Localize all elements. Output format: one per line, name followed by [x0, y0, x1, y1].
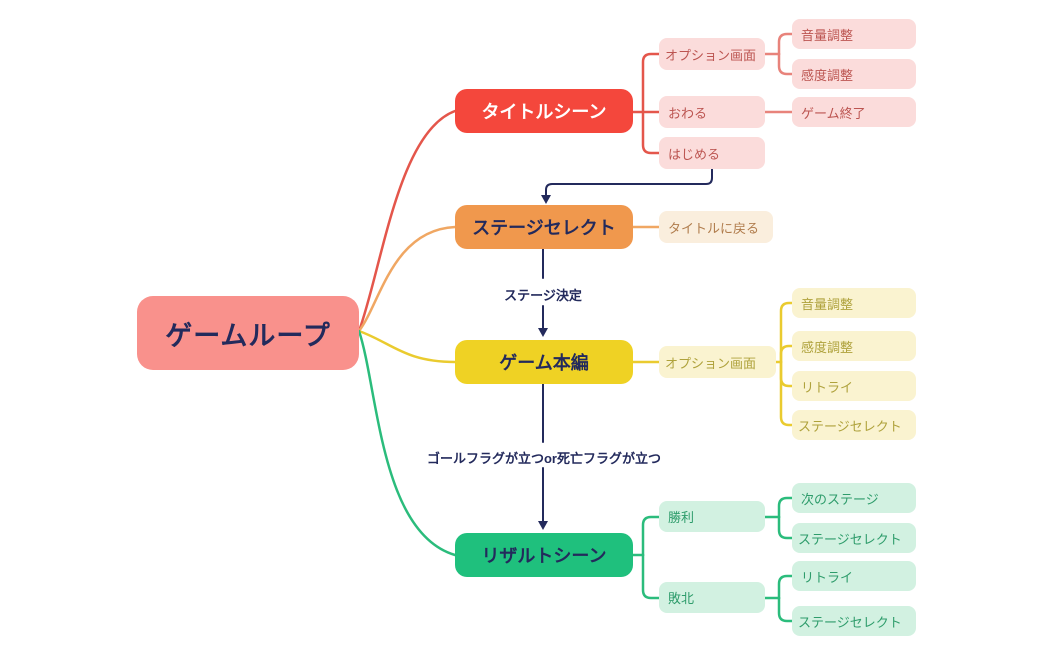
node-title-start[interactable]: はじめる	[659, 137, 765, 169]
edge-lose-retry	[777, 574, 794, 600]
node-win-stage-select[interactable]: ステージセレクト	[792, 523, 916, 553]
node-result-scene[interactable]: リザルトシーン	[455, 533, 633, 577]
node-back-to-title[interactable]: タイトルに戻る	[659, 211, 773, 243]
edge-main-options-stage-select	[779, 360, 794, 427]
edge-result-lose	[641, 553, 661, 600]
node-main-options[interactable]: オプション画面	[659, 346, 776, 378]
node-game-loop[interactable]: ゲームループ	[137, 296, 359, 370]
node-main-retry[interactable]: リトライ	[792, 371, 916, 401]
edge-result-win	[641, 515, 661, 557]
edge-root-game-main	[357, 329, 457, 364]
node-stage-select[interactable]: ステージセレクト	[455, 205, 633, 249]
node-title-quit[interactable]: おわる	[659, 96, 765, 128]
edge-main-options-retry	[779, 360, 794, 388]
node-lose[interactable]: 敗北	[659, 582, 765, 613]
node-title-sensitivity[interactable]: 感度調整	[792, 59, 916, 89]
arrowhead-start-to-stage-select	[541, 195, 551, 204]
node-lose-retry[interactable]: リトライ	[792, 561, 916, 591]
edge-title-start	[641, 110, 661, 155]
edge-root-title	[357, 109, 457, 333]
edge-win-stage-select	[777, 515, 794, 540]
edge-main-options-sensitivity	[779, 344, 794, 364]
node-win-next-stage[interactable]: 次のステージ	[792, 483, 916, 513]
node-main-sensitivity[interactable]: 感度調整	[792, 331, 916, 361]
edge-label-goal-or-death: ゴールフラグが立つor死亡フラグが立つ	[422, 448, 666, 467]
edge-label-stage-decided: ステージ決定	[500, 285, 586, 304]
node-win[interactable]: 勝利	[659, 501, 765, 532]
node-title-options[interactable]: オプション画面	[659, 38, 765, 70]
edge-options-volume	[777, 32, 794, 56]
edge-options-sensitivity	[777, 52, 794, 76]
edge-main-options-volume	[779, 301, 794, 364]
arrowhead-main-to-result	[538, 521, 548, 530]
arrow-start-to-stage-select	[545, 168, 713, 197]
edge-title-options	[641, 52, 661, 114]
edge-lose-stage-select	[777, 596, 794, 623]
edge-root-result	[357, 329, 457, 557]
node-main-volume[interactable]: 音量調整	[792, 288, 916, 318]
arrowhead-stage-to-main	[538, 328, 548, 337]
node-lose-stage-select[interactable]: ステージセレクト	[792, 606, 916, 636]
node-title-scene[interactable]: タイトルシーン	[455, 89, 633, 133]
node-main-stage-select[interactable]: ステージセレクト	[792, 410, 916, 440]
node-title-game-end[interactable]: ゲーム終了	[792, 97, 916, 127]
edge-root-stage-select	[357, 225, 457, 333]
edge-win-next-stage	[777, 496, 794, 519]
node-game-main[interactable]: ゲーム本編	[455, 340, 633, 384]
node-title-volume[interactable]: 音量調整	[792, 19, 916, 49]
